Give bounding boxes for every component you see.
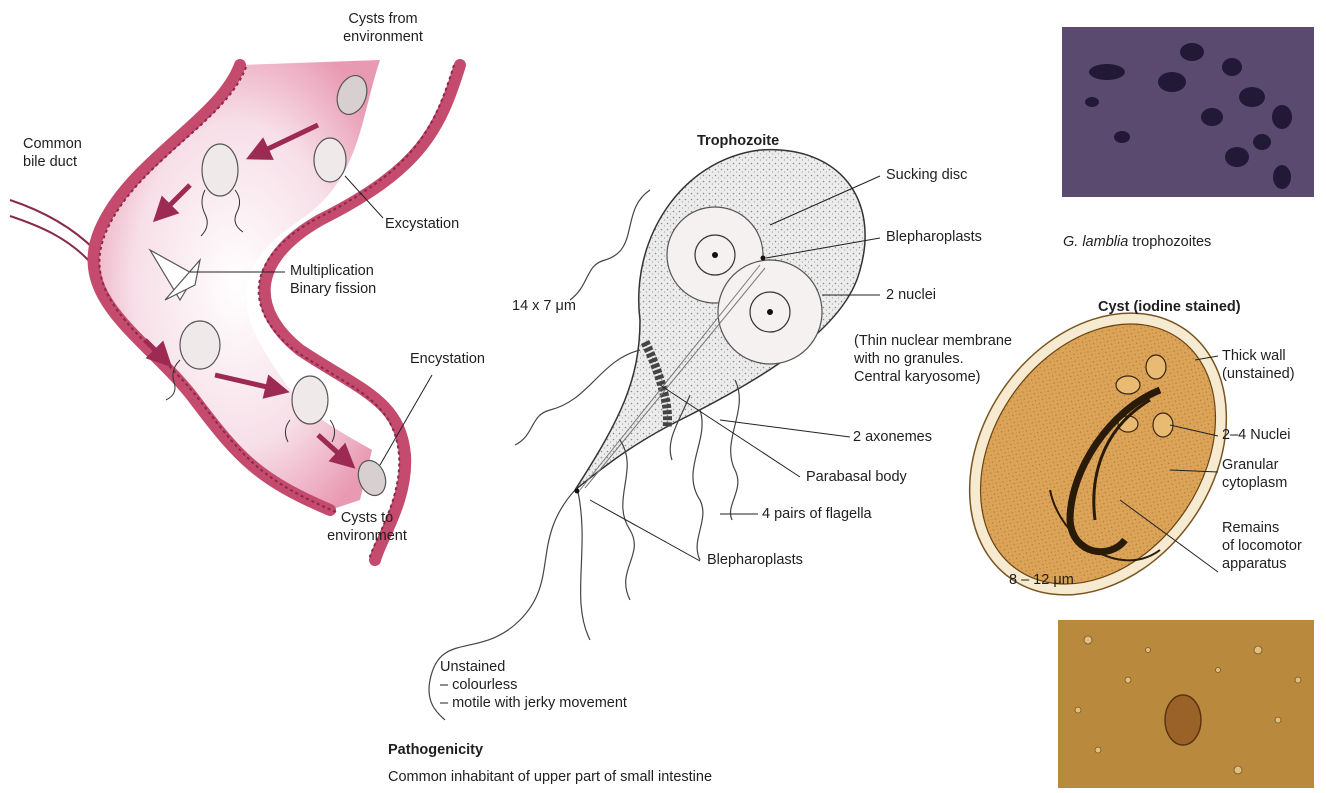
cyst-nucleus-2 [1146,355,1166,379]
label-flagella: 4 pairs of flagella [762,505,872,523]
label-unstained: Unstained – colourless – motile with jer… [440,658,627,712]
label-cysts-to-environment: Cysts to environment [312,509,422,545]
micrograph-trophozoites [1062,27,1314,197]
blepharoplast-top [761,256,766,261]
trophozoite-title: Trophozoite [697,132,779,150]
trophozoite-illustration [429,150,880,720]
cyst-nucleus-1 [1116,376,1140,394]
trophozoite-2 [180,321,220,369]
cyst-title: Cyst (iodine stained) [1098,298,1241,316]
bile-duct [10,200,95,250]
label-parabasal-body: Parabasal body [806,468,907,486]
caption-rest: trophozoites [1128,234,1211,250]
pathogenicity-heading: Pathogenicity [388,741,483,759]
label-multiplication: Multiplication Binary fission [290,262,376,298]
label-blepharoplasts-bottom: Blepharoplasts [707,551,803,569]
micrograph-cyst [1058,620,1314,788]
flagellum-4 [693,410,703,560]
trophozoite-1 [202,144,238,196]
flagellum-tail-2 [578,492,590,640]
cyst-illustration [917,264,1280,645]
label-nuclei-note: (Thin nuclear membrane with no granules.… [854,332,1012,386]
label-granular-cytoplasm: Granular cytoplasm [1222,456,1287,492]
label-cysts-from-environment: Cysts from environment [328,10,438,46]
label-cyst-size: 8 – 12 μm [1009,571,1074,589]
label-blepharoplasts-top: Blepharoplasts [886,228,982,246]
label-thick-wall: Thick wall (unstained) [1222,347,1295,383]
label-axonemes: 2 axonemes [853,428,932,446]
pathogenicity-text: Common inhabitant of upper part of small… [388,768,712,786]
micrograph-caption: G. lamblia trophozoites [1063,233,1211,251]
label-cyst-nuclei: 2–4 Nuclei [1222,426,1291,444]
flagellum-3 [730,380,739,520]
caption-species: G. lamblia [1063,234,1128,250]
label-2-nuclei: 2 nuclei [886,286,936,304]
excysting-trophozoite [314,138,346,182]
trophozoite-3 [292,376,328,424]
label-encystation: Encystation [410,350,485,368]
label-excystation: Excystation [385,215,459,233]
label-sucking-disc: Sucking disc [886,166,967,184]
label-common-bile-duct: Common bile duct [23,135,82,171]
label-size-trophozoite: 14 x 7 μm [512,297,576,315]
label-remains-locomotor: Remains of locomotor apparatus [1222,519,1302,573]
flagellum-5 [620,440,634,600]
flagellum-1 [570,190,650,300]
blepharoplast-bottom [575,489,580,494]
